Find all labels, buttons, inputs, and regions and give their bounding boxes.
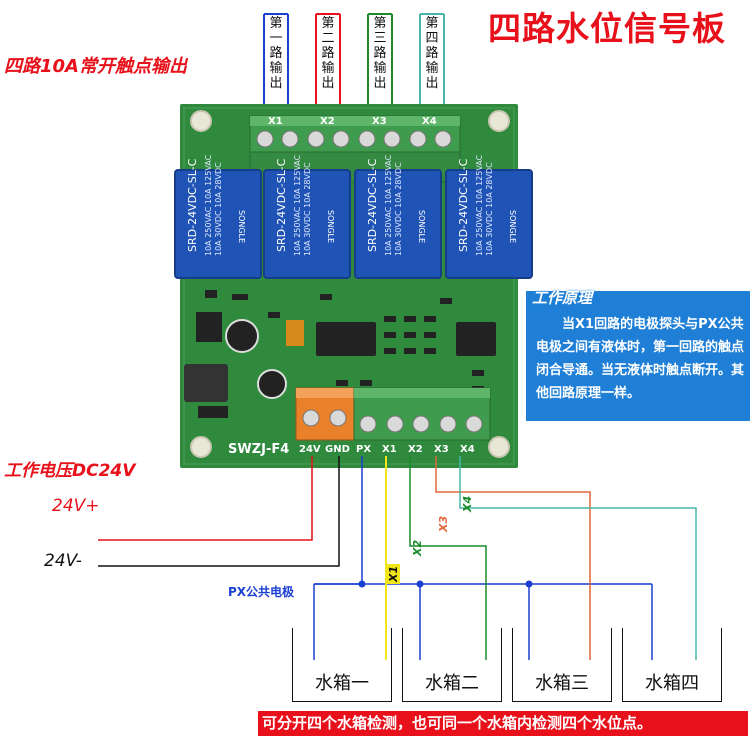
relay-3 [354,169,442,279]
top-terminal-x4: X4 [422,116,437,127]
relay-4-rating: 10A 250VAC 10A 125VAC [475,154,484,256]
tank-2-label: 水箱二 [425,673,479,694]
voltage-minus-label: 24V- [44,551,82,571]
relay-1-rating-dc: 10A 30VDC 10A 28VDC [214,162,223,256]
footer-note: 可分开四个水箱检测，也可同一个水箱内检测四个水位点。 [258,711,748,736]
relay-1-label: SRD-24VDC-SL-C [186,158,199,252]
relay-3-rating-dc: 10A 30VDC 10A 28VDC [394,162,403,256]
relay-1-rating: 10A 250VAC 10A 125VAC [204,154,213,256]
top-terminal-x3: X3 [372,116,387,127]
terminal-label-x4: X4 [460,444,475,455]
output-label: 四路10A常开触点输出 [4,56,187,77]
ic-chip-1 [316,322,376,356]
voltage-plus-label: 24V+ [52,496,100,516]
tank-2: 水箱二 [402,628,502,702]
channel-label-1: 第一路输出 [269,16,283,91]
power-label: 工作电压DC24V [4,461,136,481]
x3-wire [435,456,591,660]
relay-4-label: SRD-24VDC-SL-C [457,158,470,252]
relay-4 [445,169,533,279]
relay-4-brand: SONGLE [508,210,517,244]
wire-label-x4: X4 [461,495,474,512]
diode [198,406,228,418]
wire-label-x1: X1 [387,563,400,584]
px-wire [314,456,363,585]
tank-1-label: 水箱一 [315,673,369,694]
capacitor-1 [225,319,259,353]
relay-2-brand: SONGLE [326,210,335,244]
working-principle-box: 工作原理 当X1回路的电极探头与PX公共电极之间有液体时，第一回路的触点闭合导通… [526,289,750,421]
page-title: 四路水位信号板 [488,9,726,48]
tantalum-cap [286,320,304,346]
inductor [184,364,228,402]
relay-2-label: SRD-24VDC-SL-C [275,158,288,252]
info-title: 工作原理 [532,289,593,307]
x2-wire [409,456,487,660]
relay-2-rating: 10A 250VAC 10A 125VAC [293,154,302,256]
terminal-label-x3: X3 [434,444,449,455]
x4-wire [459,456,697,660]
wire-label-x3: X3 [437,515,450,532]
relay-1-brand: SONGLE [237,210,246,244]
terminal-label-24v: 24V [299,444,321,455]
top-terminal-x2: X2 [320,116,335,127]
terminal-label-px: PX [356,444,372,455]
px-common-label: PX公共电极 [228,585,295,599]
channel-label-3: 第三路输出 [373,16,387,91]
terminal-label-x1: X1 [382,444,397,455]
tank-4: 水箱四 [622,628,722,702]
capacitor-2 [257,369,287,399]
tank-3: 水箱三 [512,628,612,702]
info-body: 当X1回路的电极探头与PX公共电极之间有液体时，第一回路的触点闭合导通。当无液体… [536,317,745,401]
vplus-wire [98,456,313,541]
regulator [196,312,222,342]
relay-3-brand: SONGLE [417,210,426,244]
relay-1 [174,169,262,279]
relay-2-rating-dc: 10A 30VDC 10A 28VDC [303,162,312,256]
relay-4-rating-dc: 10A 30VDC 10A 28VDC [485,162,494,256]
vminus-wire [98,456,340,567]
board-model: SWZJ-F4 [228,442,290,457]
relay-3-rating: 10A 250VAC 10A 125VAC [384,154,393,256]
channel-label-4: 第四路输出 [425,16,439,91]
terminal-label-gnd: GND [325,444,350,455]
terminal-label-x2: X2 [408,444,423,455]
tank-4-label: 水箱四 [645,673,699,694]
top-terminal-x1: X1 [268,116,283,127]
ic-chip-2 [456,322,496,356]
relay-2 [263,169,351,279]
tank-1: 水箱一 [292,628,392,702]
channel-label-2: 第二路输出 [321,16,335,91]
wire-label-x2: X2 [411,539,424,556]
tank-3-label: 水箱三 [535,673,589,694]
relay-3-label: SRD-24VDC-SL-C [366,158,379,252]
